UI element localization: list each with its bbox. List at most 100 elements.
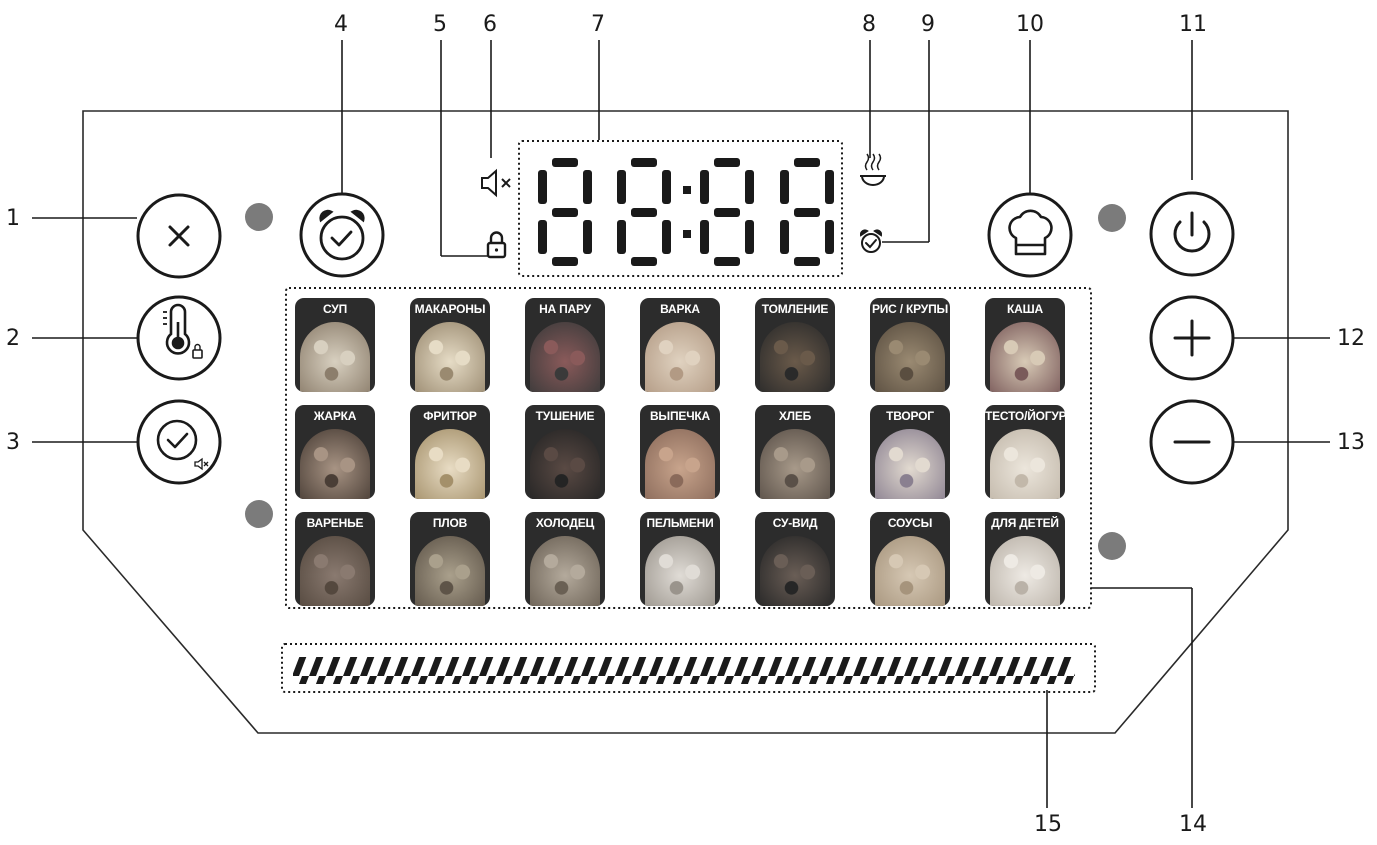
callout-number-4: 4 [334,12,348,37]
program-tile[interactable]: ПЛОВ [410,512,490,606]
program-label: СОУСЫ [887,516,933,530]
program-tile[interactable]: ТОМЛЕНИЕ [755,298,835,392]
close-icon [168,225,190,247]
delay-start-button[interactable] [299,192,385,278]
program-tile[interactable]: ХЛЕБ [755,405,835,499]
pie-picture [645,429,715,499]
program-label: ТОМЛЕНИЕ [761,302,829,316]
callout-number-9: 9 [921,12,935,37]
program-tile[interactable]: ДЛЯ ДЕТЕЙ [985,512,1065,606]
program-tile[interactable]: ЖАРКА [295,405,375,499]
porridge-picture [990,322,1060,392]
program-tile[interactable]: СОУСЫ [870,512,950,606]
thermometer-lock-icon [163,303,203,359]
program-label: ХОЛОДЕЦ [535,516,595,530]
stew-picture [760,322,830,392]
display-segment [583,170,592,204]
power-icon [1173,211,1211,253]
program-tile[interactable]: МАКАРОНЫ [410,298,490,392]
fried-fish-picture [300,429,370,499]
program-tile[interactable]: ПЕЛЬМЕНИ [640,512,720,606]
power-button[interactable] [1149,191,1235,277]
temperature-button[interactable] [136,295,222,381]
program-label: ПЛОВ [432,516,468,530]
display-segment [583,220,592,254]
program-tile[interactable]: ВАРКА [640,298,720,392]
program-tile[interactable]: НА ПАРУ [525,298,605,392]
callout-number-3: 3 [6,430,20,455]
plus-button[interactable] [1149,295,1235,381]
pilaf-picture [415,536,485,606]
display-segment [631,257,657,266]
display-segment [617,170,626,204]
program-label: РИС / КРУПЫ [871,302,949,316]
program-label: ВАРКА [660,302,700,316]
display-colon-dot [683,186,691,194]
panel-outline [82,110,1289,734]
indicator-dot [245,203,273,231]
cottage-cheese-picture [875,429,945,499]
lock-icon [486,231,507,259]
chef-hat-icon [1008,209,1053,256]
alarm-clock-icon [859,229,883,253]
display-segment [662,220,671,254]
program-tile[interactable]: ВАРЕНЬЕ [295,512,375,606]
bread-picture [760,429,830,499]
indicator-dot [245,500,273,528]
display-segment [825,220,834,254]
callout-number-2: 2 [6,326,20,351]
display-segment [780,220,789,254]
program-tile[interactable]: ТЕСТО/ЙОГУРТ [985,405,1065,499]
program-label: ТВОРОГ [886,409,934,423]
program-tile[interactable]: СУ-ВИД [755,512,835,606]
sous-vide-picture [760,536,830,606]
display-segment [631,158,657,167]
program-grid-frame [285,287,1092,609]
display-segment [552,257,578,266]
callout-number-10: 10 [1016,12,1044,37]
callout-number-11: 11 [1179,12,1207,37]
display-segment [745,170,754,204]
sauce-picture [875,536,945,606]
cancel-button[interactable] [136,193,222,279]
display-segment [714,257,740,266]
menu-button[interactable] [987,192,1073,278]
program-tile[interactable]: СУП [295,298,375,392]
minus-button[interactable] [1149,399,1235,485]
program-tile[interactable]: ТУШЕНИЕ [525,405,605,499]
display-segment [538,170,547,204]
display-frame [518,140,843,277]
callout-number-15: 15 [1034,812,1062,837]
program-label: ЖАРКА [313,409,357,423]
program-tile[interactable]: ФРИТЮР [410,405,490,499]
callout-number-8: 8 [862,12,876,37]
seven-segment-display [538,158,834,266]
display-segment [662,170,671,204]
program-tile[interactable]: ХОЛОДЕЦ [525,512,605,606]
display-segment [700,170,709,204]
callout-number-14: 14 [1179,812,1207,837]
dumplings-picture [645,536,715,606]
pasta-picture [415,322,485,392]
program-tile[interactable]: ТВОРОГ [870,405,950,499]
program-label: ХЛЕБ [778,409,812,423]
leader-lines [32,40,1330,808]
fries-picture [415,429,485,499]
program-tile[interactable]: КАША [985,298,1065,392]
display-segment [552,208,578,217]
grain-picture [875,322,945,392]
display-segment [552,158,578,167]
program-tile[interactable]: РИС / КРУПЫ [870,298,950,392]
program-tile[interactable]: ВЫПЕЧКА [640,405,720,499]
speaker-mute-icon [481,168,511,198]
display-segment [794,257,820,266]
dough-picture [990,429,1060,499]
program-label: КАША [1007,302,1043,316]
program-label: СУ-ВИД [772,516,818,530]
program-label: НА ПАРУ [539,302,591,316]
indicator-dot [1098,532,1126,560]
display-segment [714,208,740,217]
callout-number-5: 5 [433,12,447,37]
indicator-dot [1098,204,1126,232]
timer-button[interactable] [136,399,222,485]
